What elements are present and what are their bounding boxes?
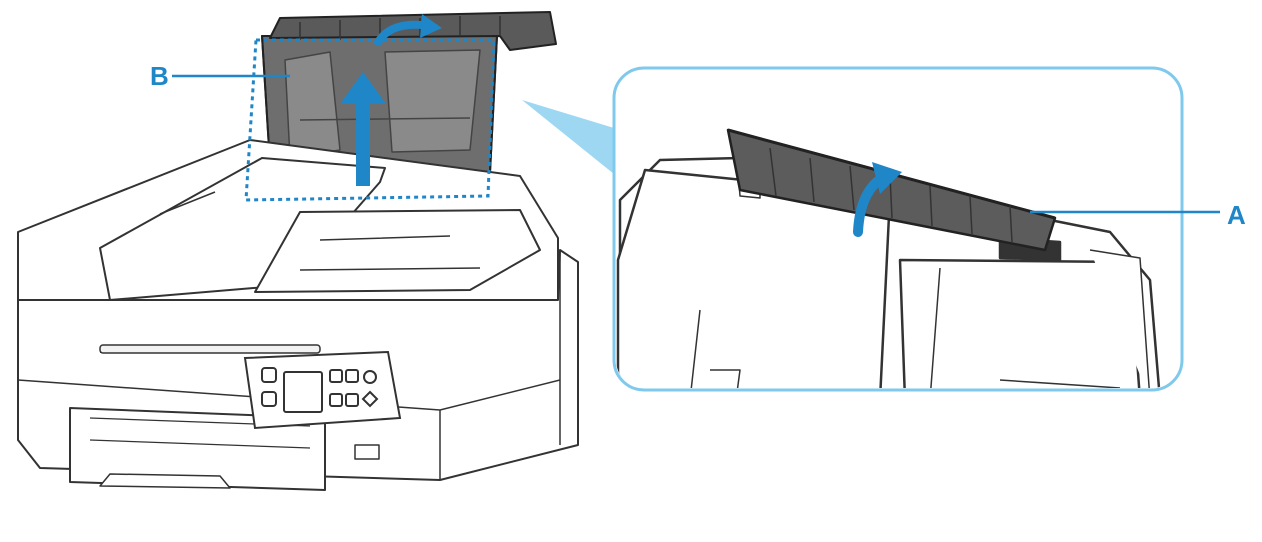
paper-support-highlight xyxy=(244,38,496,202)
up-arrow-icon xyxy=(340,72,386,186)
label-b: B xyxy=(150,61,169,91)
callout-wedge xyxy=(522,100,614,174)
label-a: A xyxy=(1227,200,1246,230)
operation-panel xyxy=(243,350,402,430)
